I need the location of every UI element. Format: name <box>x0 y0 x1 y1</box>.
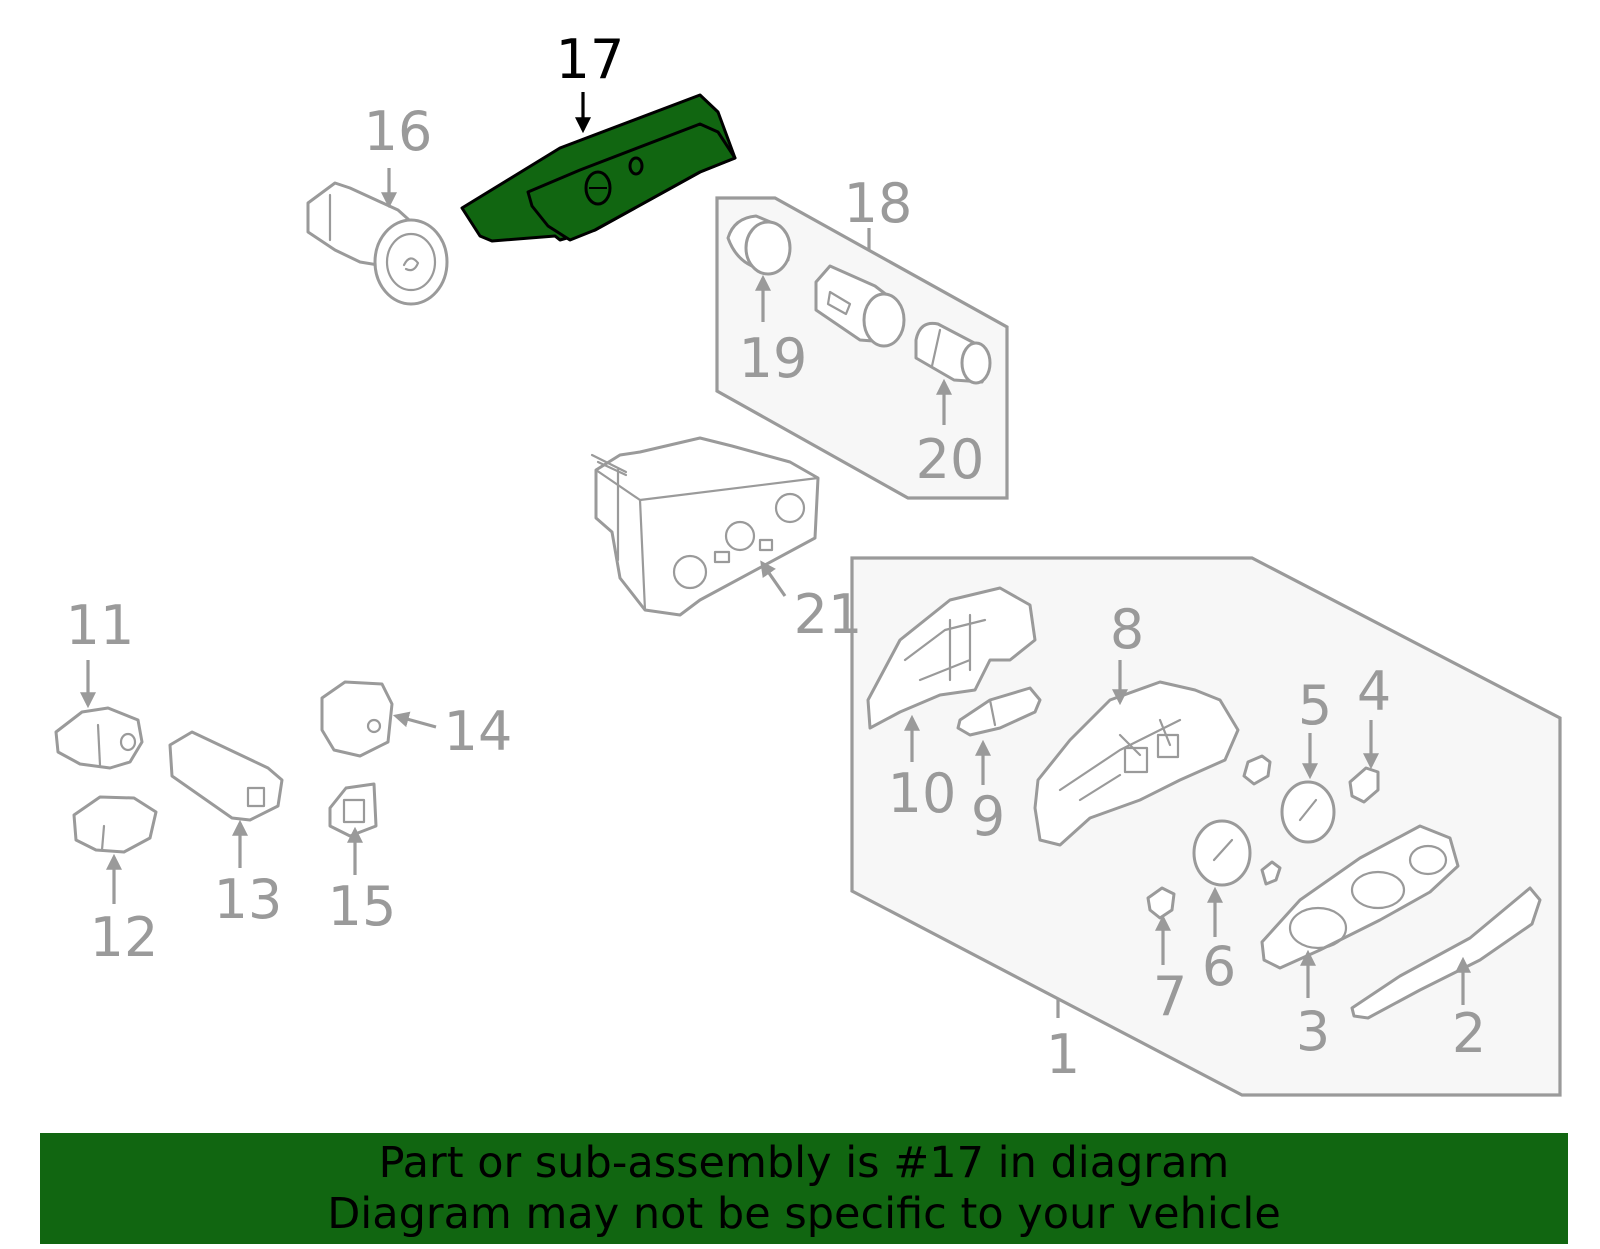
banner-line-disclaimer: Diagram may not be specific to your vehi… <box>327 1188 1281 1239</box>
part-17-highlighted[interactable] <box>460 93 737 243</box>
callout-10[interactable]: 10 <box>888 762 957 825</box>
part-19[interactable] <box>726 214 792 276</box>
callout-7[interactable]: 7 <box>1153 965 1187 1028</box>
part-15[interactable] <box>328 782 378 838</box>
callout-15[interactable]: 15 <box>328 875 397 938</box>
part-20[interactable] <box>914 321 992 385</box>
callout-9[interactable]: 9 <box>971 785 1005 848</box>
callout-2[interactable]: 2 <box>1452 1002 1486 1065</box>
arrow-14 <box>392 711 437 729</box>
part-10-circuit-board[interactable] <box>866 586 1037 730</box>
callout-1[interactable]: 1 <box>1046 1023 1080 1086</box>
part-11[interactable] <box>54 706 144 770</box>
callout-13[interactable]: 13 <box>214 868 283 931</box>
part-2-trim[interactable] <box>1350 886 1542 1020</box>
callout-3[interactable]: 3 <box>1296 1000 1330 1063</box>
part-14[interactable] <box>320 680 394 758</box>
part-13[interactable] <box>168 730 284 822</box>
part-16[interactable] <box>306 181 449 306</box>
group-box-18 <box>715 196 1009 500</box>
callout-14[interactable]: 14 <box>444 700 513 763</box>
callout-17[interactable]: 17 <box>556 28 625 91</box>
part-3-lens[interactable] <box>1260 824 1460 970</box>
callout-20[interactable]: 20 <box>916 428 985 491</box>
part-9[interactable] <box>956 686 1042 737</box>
callout-11[interactable]: 11 <box>66 594 135 657</box>
small-part-near-6 <box>1260 860 1282 886</box>
part-6-gauge[interactable] <box>1192 819 1252 887</box>
part-7[interactable] <box>1146 886 1176 920</box>
callout-6[interactable]: 6 <box>1202 935 1236 998</box>
part-18-lighter[interactable] <box>814 264 906 348</box>
callout-21[interactable]: 21 <box>794 583 863 646</box>
callout-8[interactable]: 8 <box>1110 598 1144 661</box>
part-info-banner: Part or sub-assembly is #17 in diagram D… <box>40 1133 1568 1244</box>
arrow-21 <box>760 560 787 597</box>
small-part-near-5 <box>1242 754 1272 786</box>
part-5-gauge[interactable] <box>1280 780 1336 844</box>
callout-4[interactable]: 4 <box>1357 660 1391 723</box>
banner-line-part-number: Part or sub-assembly is #17 in diagram <box>378 1137 1230 1188</box>
callout-18[interactable]: 18 <box>844 172 913 235</box>
part-12[interactable] <box>72 795 158 854</box>
callout-16[interactable]: 16 <box>364 100 433 163</box>
callout-5[interactable]: 5 <box>1298 674 1332 737</box>
callout-19[interactable]: 19 <box>739 327 808 390</box>
part-21-climate-control[interactable] <box>590 436 820 617</box>
callout-12[interactable]: 12 <box>90 906 159 969</box>
